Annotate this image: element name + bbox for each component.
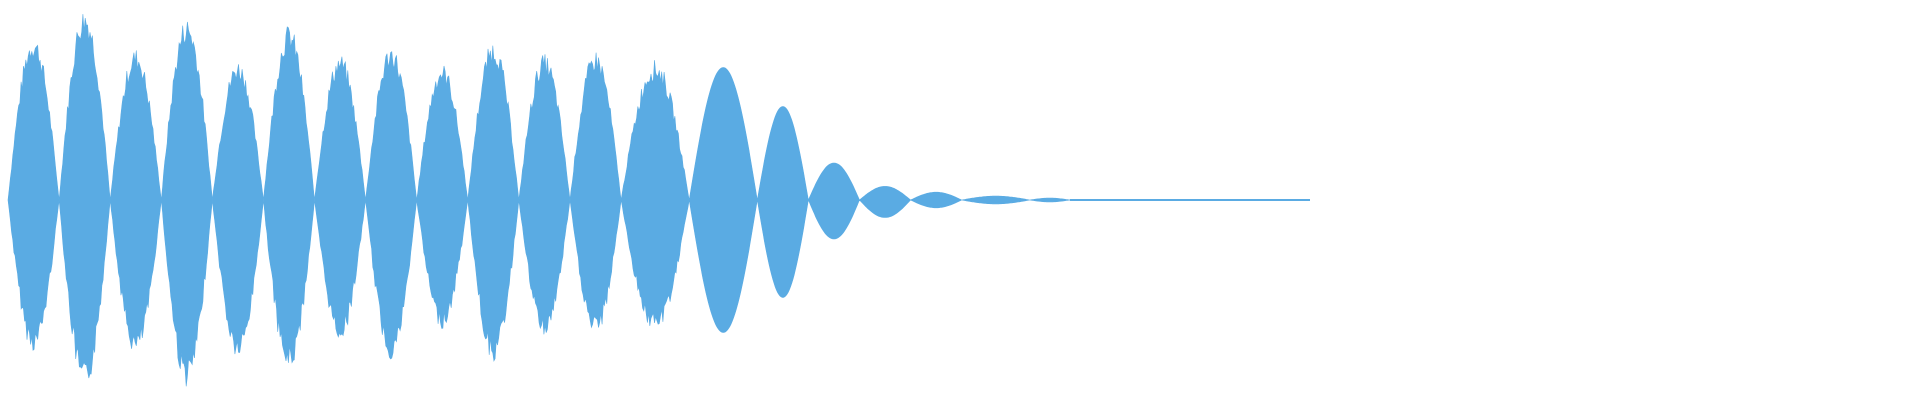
waveform-shape	[7, 14, 1070, 387]
